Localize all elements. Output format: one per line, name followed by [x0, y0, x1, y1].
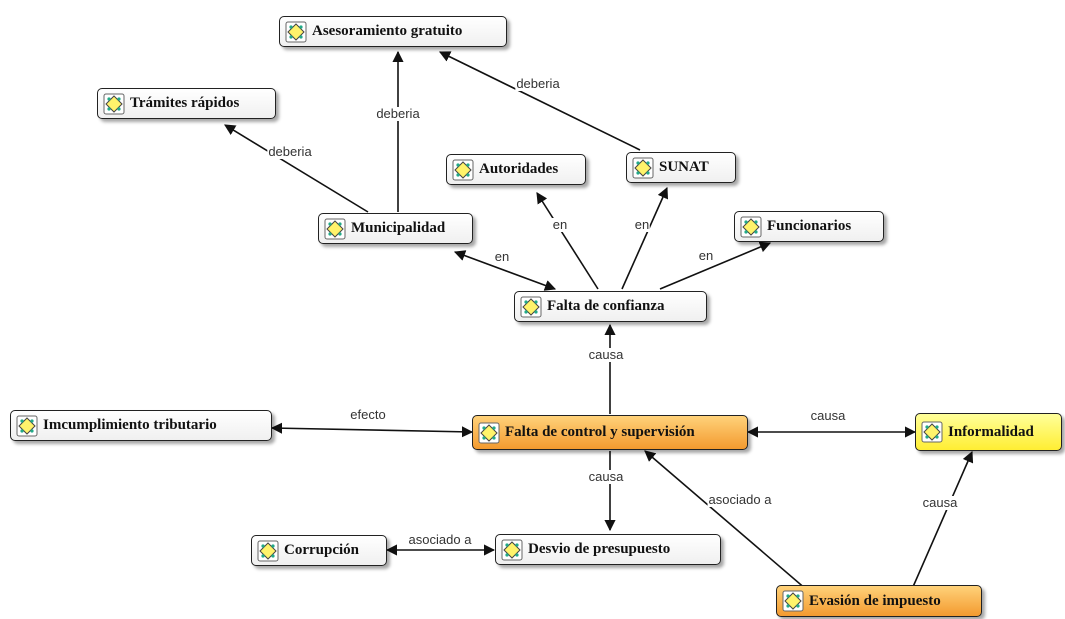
concept-node-icon [520, 296, 542, 317]
concept-node-icon [632, 157, 654, 178]
concept-node-icon [257, 540, 279, 561]
edge-label: asociado a [707, 492, 773, 507]
node-corrupcion[interactable]: Corrupción [251, 535, 387, 566]
edge-label: causa [921, 495, 959, 510]
edge-muni-tramites [224, 124, 369, 213]
edge-label: causa [587, 469, 625, 484]
edge-label: en [551, 217, 569, 232]
node-label: Funcionarios [767, 218, 852, 234]
edge-label: deberia [515, 76, 561, 91]
node-funcionarios[interactable]: Funcionarios [734, 211, 884, 242]
node-label: Falta de confianza [547, 298, 665, 314]
edge-label: en [697, 248, 715, 263]
edge-label: en [493, 249, 511, 264]
node-label: Corrupción [284, 542, 359, 558]
node-incumplimiento-tributario[interactable]: Imcumplimiento tributario [10, 410, 272, 441]
edge-label: en [633, 217, 651, 232]
edge-confianza-funcionarios [659, 241, 772, 290]
concept-node-icon [452, 159, 474, 180]
edge-label: deberia [375, 106, 421, 121]
edge-confianza-autoridades [536, 192, 599, 290]
edge-label: causa [809, 408, 847, 423]
node-autoridades[interactable]: Autoridades [446, 154, 586, 185]
concept-node-icon [782, 590, 804, 612]
edge-confianza-sunat [621, 186, 669, 290]
node-label: Falta de control y supervisión [505, 424, 695, 440]
node-label: Imcumplimiento tributario [43, 417, 217, 433]
edge-label: asociado a [407, 532, 473, 547]
edge-control-incumplimiento [270, 422, 474, 438]
node-asesoramiento-gratuito[interactable]: Asesoramiento gratuito [279, 16, 507, 47]
node-label: Trámites rápidos [130, 95, 240, 111]
edge-control-evasion [644, 450, 829, 609]
concept-node-icon [921, 421, 943, 443]
node-falta-de-confianza[interactable]: Falta de confianza [514, 291, 707, 322]
concept-node-icon [285, 21, 307, 42]
concept-node-icon [16, 415, 38, 436]
node-municipalidad[interactable]: Municipalidad [318, 213, 473, 244]
node-tramites-rapidos[interactable]: Trámites rápidos [97, 88, 276, 119]
node-label: Evasión de impuesto [809, 592, 941, 609]
node-sunat[interactable]: SUNAT [626, 152, 736, 183]
edge-label: causa [587, 347, 625, 362]
concept-node-icon [478, 422, 500, 443]
edge-confianza-muni [453, 250, 557, 291]
concept-node-icon [501, 539, 523, 560]
node-falta-de-control-y-supervision[interactable]: Falta de control y supervisión [472, 415, 748, 450]
node-label: Informalidad [948, 423, 1034, 440]
node-label: Autoridades [479, 161, 559, 177]
node-label: Asesoramiento gratuito [312, 23, 463, 39]
node-desvio-de-presupuesto[interactable]: Desvio de presupuesto [495, 534, 721, 565]
concept-node-icon [740, 216, 762, 237]
edge-label: efecto [349, 407, 387, 422]
node-evasion-de-impuesto[interactable]: Evasión de impuesto [776, 585, 982, 617]
concept-node-icon [103, 93, 125, 114]
edge-sunat-asesoramiento [438, 51, 641, 151]
node-label: Municipalidad [351, 220, 446, 236]
edge-label: deberia [267, 144, 313, 159]
node-label: Desvio de presupuesto [528, 541, 671, 557]
concept-node-icon [324, 218, 346, 239]
node-informalidad[interactable]: Informalidad [915, 413, 1062, 451]
node-label: SUNAT [659, 159, 709, 175]
